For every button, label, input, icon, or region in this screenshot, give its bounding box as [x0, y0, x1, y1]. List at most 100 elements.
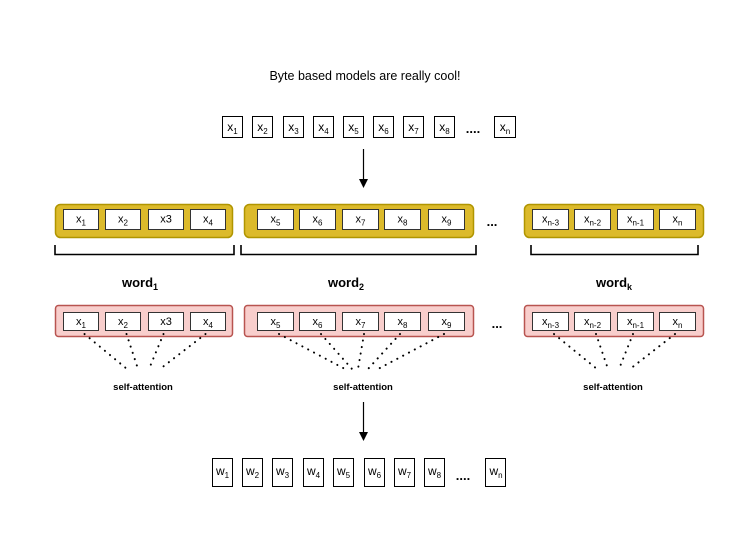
token-base: x: [408, 120, 414, 134]
attention-edge: [83, 333, 128, 370]
word-label-base: word: [327, 275, 359, 290]
token-box: [428, 312, 465, 331]
input-byte-token: x4: [313, 116, 334, 138]
word-label: word1: [121, 275, 158, 292]
word-group-container: [523, 203, 705, 239]
token-box: [617, 312, 654, 331]
token-box: [299, 209, 336, 230]
token-base: x: [398, 214, 404, 226]
input-byte-token: x1: [222, 116, 243, 138]
word-label-base: word: [595, 275, 627, 290]
token-label: x3: [288, 120, 299, 136]
attention-token: xn-2: [574, 312, 611, 331]
token-subscript: 8: [445, 127, 450, 136]
attention-edge: [320, 333, 353, 370]
word-label-subscript: 2: [359, 282, 364, 292]
token-base: w: [245, 464, 255, 478]
token-base: x: [673, 316, 679, 328]
token-label: x7: [356, 214, 367, 228]
token-base: x3: [160, 316, 172, 328]
token-box: [272, 458, 293, 487]
token-label: w6: [367, 464, 382, 480]
token-label: x9: [442, 316, 453, 330]
attention-edge: [595, 333, 609, 370]
arrow-head: [359, 179, 368, 188]
token-box: [659, 312, 696, 331]
attention-edge: [125, 333, 139, 370]
token-box: [299, 312, 336, 331]
token-label: w8: [427, 464, 442, 480]
token-base: x: [442, 316, 448, 328]
token-subscript: n: [498, 471, 502, 480]
word-group-token: x2: [105, 209, 141, 230]
token-label: wn: [488, 464, 502, 480]
word-label: wordk: [595, 275, 633, 292]
attention-token: x4: [190, 312, 226, 331]
token-label: w4: [306, 464, 321, 480]
token-base: w: [215, 464, 225, 478]
output-word-token: w7: [394, 458, 415, 487]
token-base: w: [275, 464, 285, 478]
token-subscript: 8: [403, 321, 408, 330]
token-label: x5: [271, 214, 282, 228]
token-box: [617, 209, 654, 230]
token-label: x6: [378, 120, 389, 136]
token-subscript: 8: [403, 219, 408, 228]
token-subscript: n-2: [589, 321, 601, 330]
token-label: w5: [336, 464, 351, 480]
attention-token: xn-3: [532, 312, 569, 331]
token-label: x2: [118, 214, 129, 228]
token-label: x4: [203, 316, 214, 330]
token-subscript: n-3: [547, 321, 559, 330]
token-base: x: [627, 316, 633, 328]
token-subscript: 7: [361, 321, 366, 330]
token-base: x: [203, 214, 209, 226]
token-box: [373, 116, 394, 138]
token-base: x: [118, 214, 124, 226]
attention-group-container: [54, 304, 234, 338]
token-subscript: 3: [294, 127, 299, 136]
token-base: x: [627, 214, 633, 226]
token-label: xn: [673, 214, 683, 228]
token-label: x5: [271, 316, 282, 330]
attention-token: x9: [428, 312, 465, 331]
token-label: x9: [442, 214, 453, 228]
token-box: [428, 209, 465, 230]
attention-token: x3: [148, 312, 184, 331]
attention-token: x2: [105, 312, 141, 331]
token-box: [257, 312, 294, 331]
token-box: [659, 209, 696, 230]
token-subscript: n-3: [547, 219, 559, 228]
token-base: x: [542, 316, 548, 328]
token-subscript: 6: [318, 321, 323, 330]
token-box: [403, 116, 424, 138]
token-label: x8: [398, 316, 409, 330]
token-base: x: [257, 120, 263, 134]
token-base: x: [356, 214, 362, 226]
attention-edge: [357, 333, 365, 370]
token-subscript: n: [678, 321, 682, 330]
token-box: [105, 209, 141, 230]
self-attention-label: self-attention: [333, 382, 393, 393]
attention-edge: [618, 333, 634, 370]
token-label: x7: [408, 120, 419, 136]
token-box: [532, 312, 569, 331]
token-box: [574, 209, 611, 230]
word-bracket: [530, 245, 699, 256]
token-subscript: 6: [384, 127, 389, 136]
down-arrow-icon: [359, 402, 368, 441]
token-label: w7: [397, 464, 412, 480]
token-base: w: [367, 464, 377, 478]
word-group-token: xn-2: [574, 209, 611, 230]
attention-token: xn: [659, 312, 696, 331]
token-label: x1: [227, 120, 238, 136]
word-group-ellipsis: ...: [487, 214, 498, 229]
word-group-token: xn-3: [532, 209, 569, 230]
token-base: x: [313, 316, 319, 328]
